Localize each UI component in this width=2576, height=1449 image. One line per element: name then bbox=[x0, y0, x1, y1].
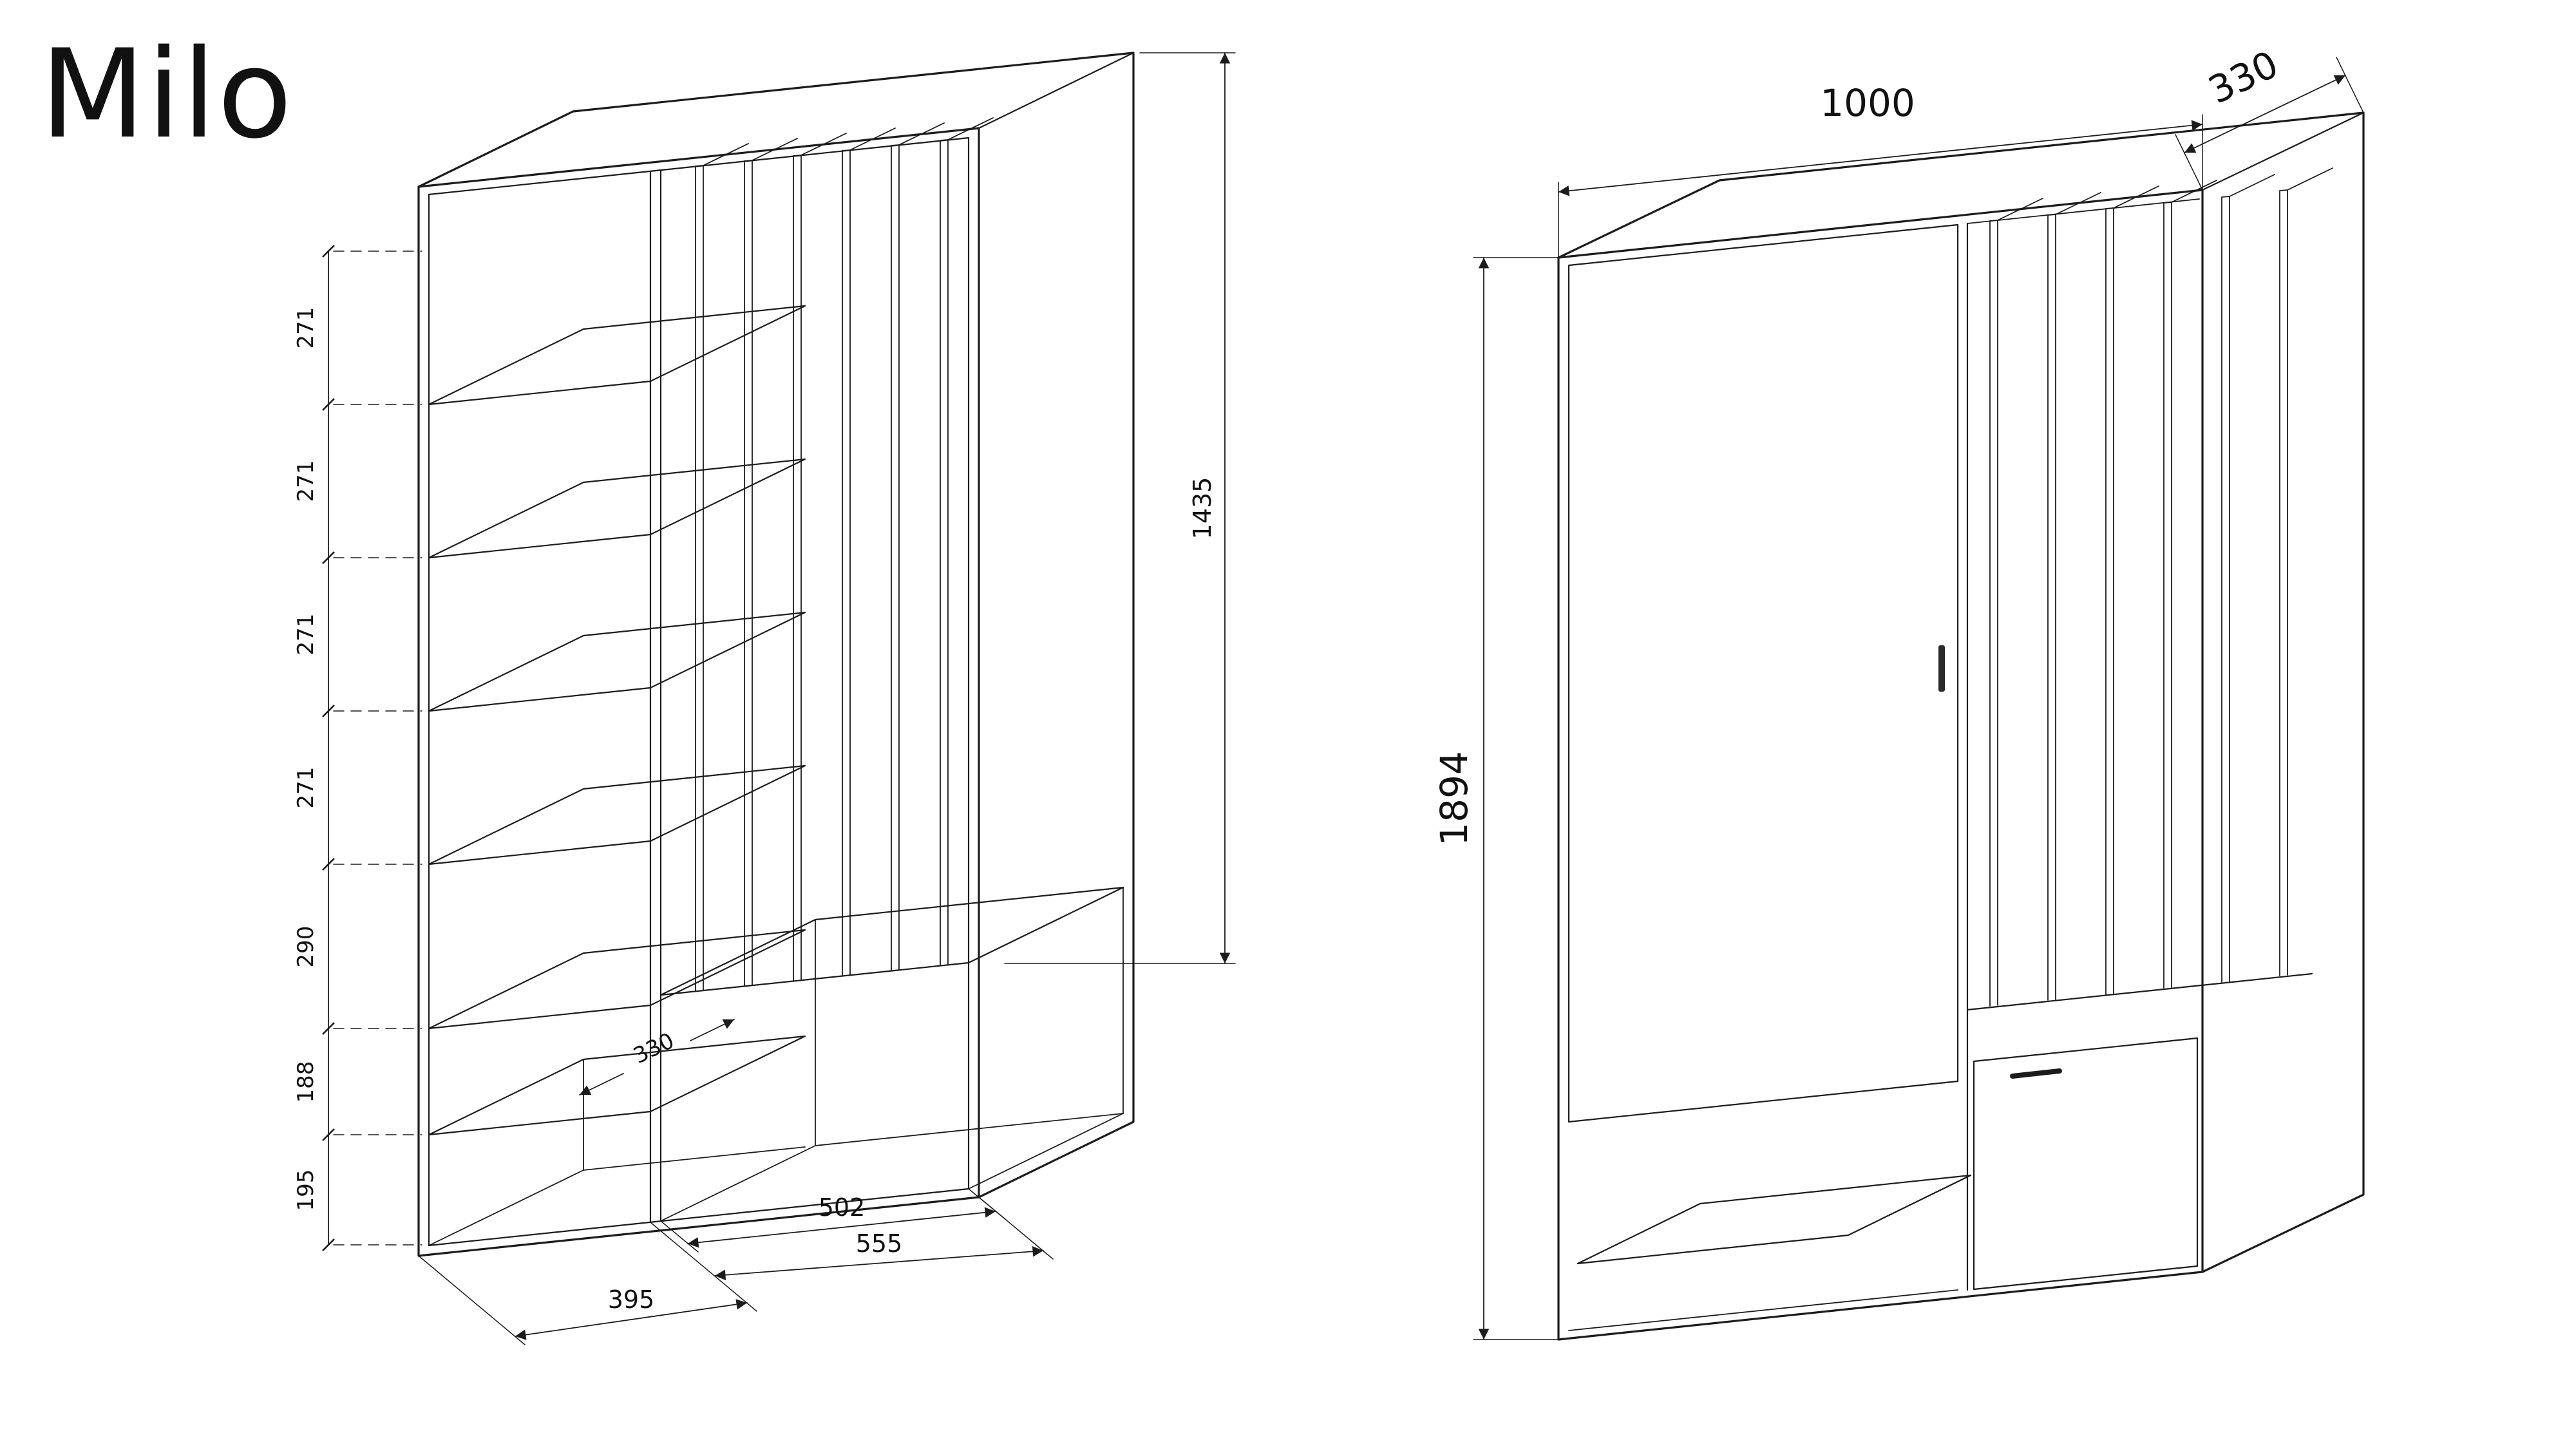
drawing-title: Milo bbox=[40, 23, 294, 166]
bottom-compartments bbox=[1568, 1174, 1972, 1331]
cabinet-inner-frame bbox=[428, 137, 970, 1247]
assembled-view: 1894 1000 330 bbox=[1432, 42, 2365, 1341]
dim-label-segment-6: 188 bbox=[293, 1061, 319, 1103]
dim-label-segment-7: 195 bbox=[293, 1170, 319, 1211]
drawer bbox=[1973, 1037, 2199, 1291]
dim-label-shelf-depth: 330 bbox=[629, 1028, 678, 1069]
exploded-view: 271 271 271 271 290 188 195 1435 330 502 bbox=[293, 52, 1236, 1345]
dim-label-width-left: 395 bbox=[608, 1285, 655, 1314]
dim-label-overall-height: 1894 bbox=[1432, 751, 1476, 846]
dim-label-segment-2: 271 bbox=[293, 460, 319, 502]
slat-panel-front bbox=[1966, 167, 2333, 1011]
slat-panel bbox=[695, 117, 994, 992]
dim-label-overall-depth: 330 bbox=[2202, 42, 2285, 112]
slat-height-dimension: 1435 bbox=[1004, 52, 1236, 964]
overall-height-dimension: 1894 bbox=[1432, 257, 1559, 1340]
cabinet-outline-left bbox=[417, 52, 1135, 1257]
right-column-compartment bbox=[659, 886, 1124, 1222]
height-dimension-chain: 271 271 271 271 290 188 195 bbox=[293, 245, 422, 1251]
drawer-handle bbox=[2010, 1068, 2062, 1079]
overall-width-dimension: 1000 bbox=[1558, 81, 2203, 258]
dim-label-slat-height: 1435 bbox=[1188, 477, 1217, 540]
door bbox=[1567, 223, 1959, 1123]
dim-label-segment-4: 271 bbox=[293, 767, 319, 809]
dim-label-segment-3: 271 bbox=[293, 614, 319, 656]
cabinet-outline-right bbox=[1557, 111, 2365, 1341]
shelves bbox=[428, 305, 806, 1246]
bottom-width-dimensions: 502 555 395 bbox=[418, 1188, 1054, 1345]
dim-label-width-right-outer: 555 bbox=[856, 1229, 903, 1258]
dim-label-overall-width: 1000 bbox=[1820, 81, 1915, 125]
right-section-top-edge bbox=[1967, 198, 2200, 224]
dim-label-segment-1: 271 bbox=[293, 307, 319, 349]
door-handle bbox=[1938, 645, 1945, 692]
dim-label-width-right-inner: 502 bbox=[819, 1193, 866, 1222]
dim-label-segment-5: 290 bbox=[293, 926, 319, 968]
